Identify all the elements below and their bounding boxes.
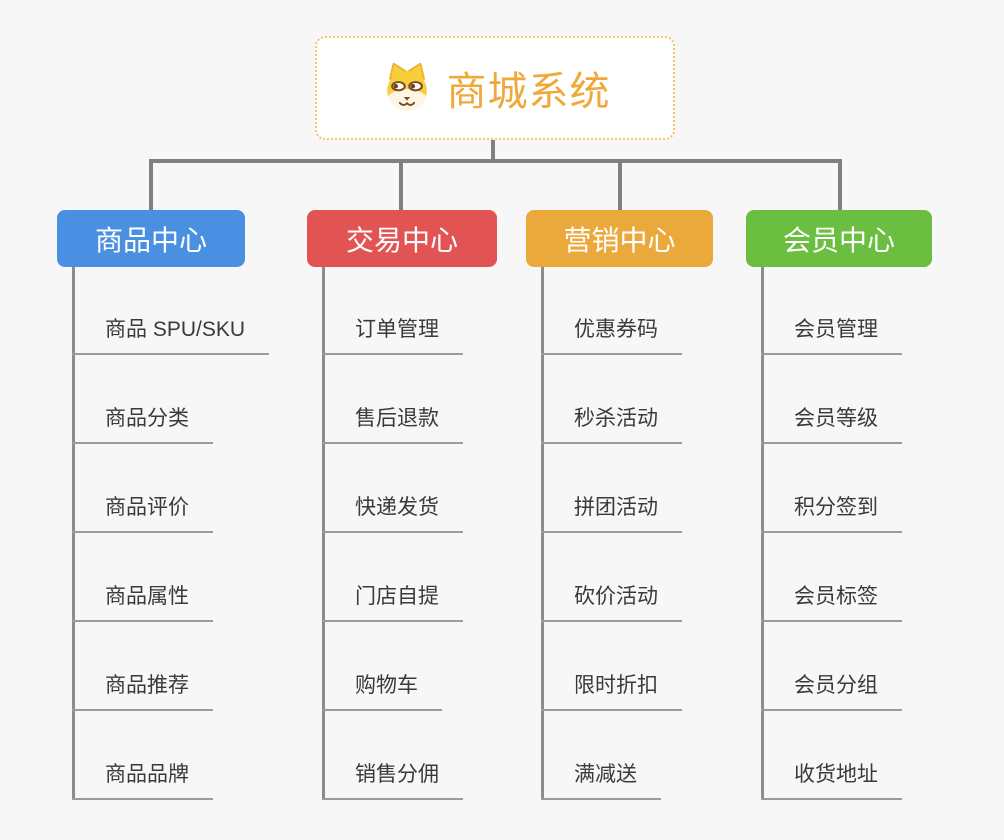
subtopic-item[interactable]: 订单管理 <box>322 318 463 356</box>
subtopic-item[interactable]: 满减送 <box>541 763 661 801</box>
subtopic-item[interactable]: 拼团活动 <box>541 496 682 534</box>
branch-node-marketing-center[interactable]: 营销中心 <box>526 210 713 267</box>
branch-node-goods-center[interactable]: 商品中心 <box>57 210 245 267</box>
connector-stub-marketing <box>618 159 622 212</box>
subtopic-item[interactable]: 商品推荐 <box>72 674 213 712</box>
subtopic-item[interactable]: 积分签到 <box>761 496 902 534</box>
subtopic-item[interactable]: 商品分类 <box>72 407 213 445</box>
subtopic-item[interactable]: 售后退款 <box>322 407 463 445</box>
subtopic-item[interactable]: 会员管理 <box>761 318 902 356</box>
subtopic-item[interactable]: 优惠券码 <box>541 318 682 356</box>
connector-bus <box>149 159 842 163</box>
connector-spine-trade <box>322 267 325 800</box>
branch-node-member-center[interactable]: 会员中心 <box>746 210 932 267</box>
subtopic-item[interactable]: 门店自提 <box>322 585 463 623</box>
subtopic-item[interactable]: 秒杀活动 <box>541 407 682 445</box>
connector-spine-marketing <box>541 267 544 800</box>
subtopic-item[interactable]: 会员标签 <box>761 585 902 623</box>
subtopic-item[interactable]: 商品 SPU/SKU <box>72 318 270 356</box>
subtopic-item[interactable]: 快递发货 <box>322 496 463 534</box>
subtopic-item[interactable]: 商品评价 <box>72 496 213 534</box>
subtopic-item[interactable]: 会员分组 <box>761 674 902 712</box>
connector-stub-member <box>838 159 842 212</box>
subtopic-item[interactable]: 砍价活动 <box>541 585 682 623</box>
subtopic-item[interactable]: 会员等级 <box>761 407 902 445</box>
subtopic-item[interactable]: 销售分佣 <box>322 763 463 801</box>
connector-spine-goods <box>72 267 75 800</box>
connector-stub-trade <box>399 159 403 212</box>
subtopic-item[interactable]: 购物车 <box>322 674 442 712</box>
root-topic-title: 商城系统 <box>446 70 611 114</box>
connector-root-stub <box>491 140 495 161</box>
subtopic-item[interactable]: 商品属性 <box>72 585 213 623</box>
subtopic-item[interactable]: 收货地址 <box>761 763 902 801</box>
dog-face-icon <box>380 61 434 115</box>
connector-spine-member <box>761 267 764 800</box>
subtopic-item[interactable]: 商品品牌 <box>72 763 213 801</box>
subtopic-item[interactable]: 限时折扣 <box>541 674 682 712</box>
connector-stub-goods <box>149 159 153 212</box>
branch-node-trade-center[interactable]: 交易中心 <box>307 210 497 267</box>
root-topic-node[interactable]: 商城系统 <box>315 36 675 140</box>
